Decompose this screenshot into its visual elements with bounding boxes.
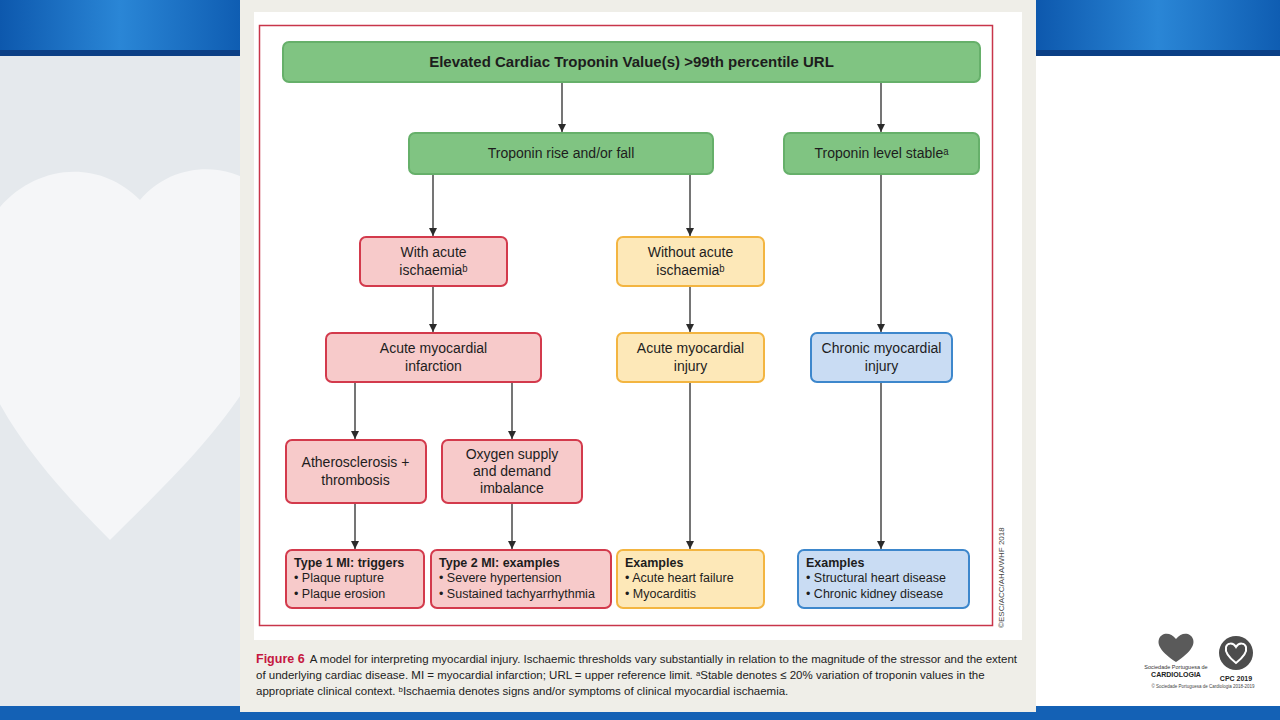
logo-text: CARDIOLOGIA bbox=[1151, 671, 1201, 679]
box-text: Acute myocardial injury bbox=[628, 340, 753, 374]
connector-arrow bbox=[354, 504, 355, 549]
connector-arrow bbox=[880, 83, 881, 132]
box-heading: Examples bbox=[806, 556, 864, 572]
top-bar-edge bbox=[0, 50, 240, 56]
top-bar bbox=[1036, 0, 1280, 50]
top-bar-edge bbox=[1036, 50, 1280, 56]
box-text: Chronic myocardial injury bbox=[820, 340, 943, 374]
society-logo bbox=[1159, 634, 1194, 662]
box-text: • Acute heart failure bbox=[625, 571, 734, 587]
box-text: • Severe hypertension bbox=[439, 571, 562, 587]
figure-caption: Figure 6A model for interpreting myocard… bbox=[256, 651, 1022, 699]
example-box: Examples• Acute heart failure• Myocardit… bbox=[616, 549, 765, 609]
connector-arrow bbox=[561, 83, 562, 132]
copyright-note: ©ESC/ACC/AHA/WHF 2018 bbox=[996, 528, 1005, 629]
box-text: Troponin level stableᵃ bbox=[815, 145, 949, 162]
connector-arrow bbox=[511, 383, 512, 439]
box-text: • Plaque rupture bbox=[294, 571, 384, 587]
process-box: Troponin level stableᵃ bbox=[783, 132, 980, 175]
box-heading: Type 1 MI: triggers bbox=[294, 556, 404, 572]
connector-arrow bbox=[432, 175, 433, 236]
connector-arrow bbox=[689, 287, 690, 332]
logo-text: Sociedade Portuguesa de bbox=[1144, 664, 1207, 670]
connector-arrow bbox=[511, 504, 512, 549]
process-box: Chronic myocardial injury bbox=[810, 332, 953, 383]
figure-panel bbox=[240, 0, 1036, 712]
top-bar bbox=[0, 0, 240, 50]
process-box: Acute myocardial injury bbox=[616, 332, 765, 383]
box-text: Troponin rise and/or fall bbox=[488, 145, 635, 162]
connector-arrow bbox=[354, 383, 355, 439]
example-box: Examples• Structural heart disease• Chro… bbox=[797, 549, 970, 609]
process-box: Without acute ischaemiaᵇ bbox=[616, 236, 765, 287]
example-box: Type 2 MI: examples• Severe hypertension… bbox=[430, 549, 612, 609]
box-text: With acute ischaemiaᵇ bbox=[371, 244, 496, 278]
box-text: • Plaque erosion bbox=[294, 587, 385, 603]
process-box: Oxygen supply and demand imbalance bbox=[441, 439, 583, 504]
box-text: Acute myocardial infarction bbox=[364, 340, 504, 374]
box-text: Oxygen supply and demand imbalance bbox=[453, 446, 571, 497]
box-heading: Examples bbox=[625, 556, 683, 572]
logo-text: CPC 2019 bbox=[1220, 675, 1252, 683]
box-text: • Chronic kidney disease bbox=[806, 587, 943, 603]
process-box: Elevated Cardiac Troponin Value(s) >99th… bbox=[282, 41, 981, 83]
box-text: Elevated Cardiac Troponin Value(s) >99th… bbox=[429, 53, 834, 71]
figure-frame bbox=[260, 26, 993, 626]
figure-ground bbox=[254, 12, 1022, 640]
box-text: • Myocarditis bbox=[625, 587, 696, 603]
logo-text: © Sociedade Portuguesa de Cardiologia 20… bbox=[1151, 684, 1254, 689]
process-box: Troponin rise and/or fall bbox=[408, 132, 714, 175]
box-text: • Structural heart disease bbox=[806, 571, 946, 587]
process-box: Acute myocardial infarction bbox=[325, 332, 542, 383]
box-heading: Type 2 MI: examples bbox=[439, 556, 560, 572]
connector-arrow bbox=[689, 175, 690, 236]
box-text: • Sustained tachyarrhythmia bbox=[439, 587, 595, 603]
process-box: With acute ischaemiaᵇ bbox=[359, 236, 508, 287]
figure-number: Figure 6 bbox=[256, 652, 305, 666]
congress-logo bbox=[1219, 636, 1253, 670]
box-text: Without acute ischaemiaᵇ bbox=[628, 244, 753, 278]
congress-logo-heart bbox=[1226, 644, 1246, 663]
connector-arrow bbox=[432, 287, 433, 332]
connector-arrow bbox=[880, 383, 881, 549]
caption-text: A model for interpreting myocardial inju… bbox=[256, 653, 1017, 697]
connector-arrow bbox=[880, 175, 881, 332]
process-box: Atherosclerosis + thrombosis bbox=[285, 439, 427, 504]
box-text: Atherosclerosis + thrombosis bbox=[297, 454, 415, 488]
connector-arrow bbox=[689, 383, 690, 549]
example-box: Type 1 MI: triggers• Plaque rupture• Pla… bbox=[285, 549, 425, 609]
